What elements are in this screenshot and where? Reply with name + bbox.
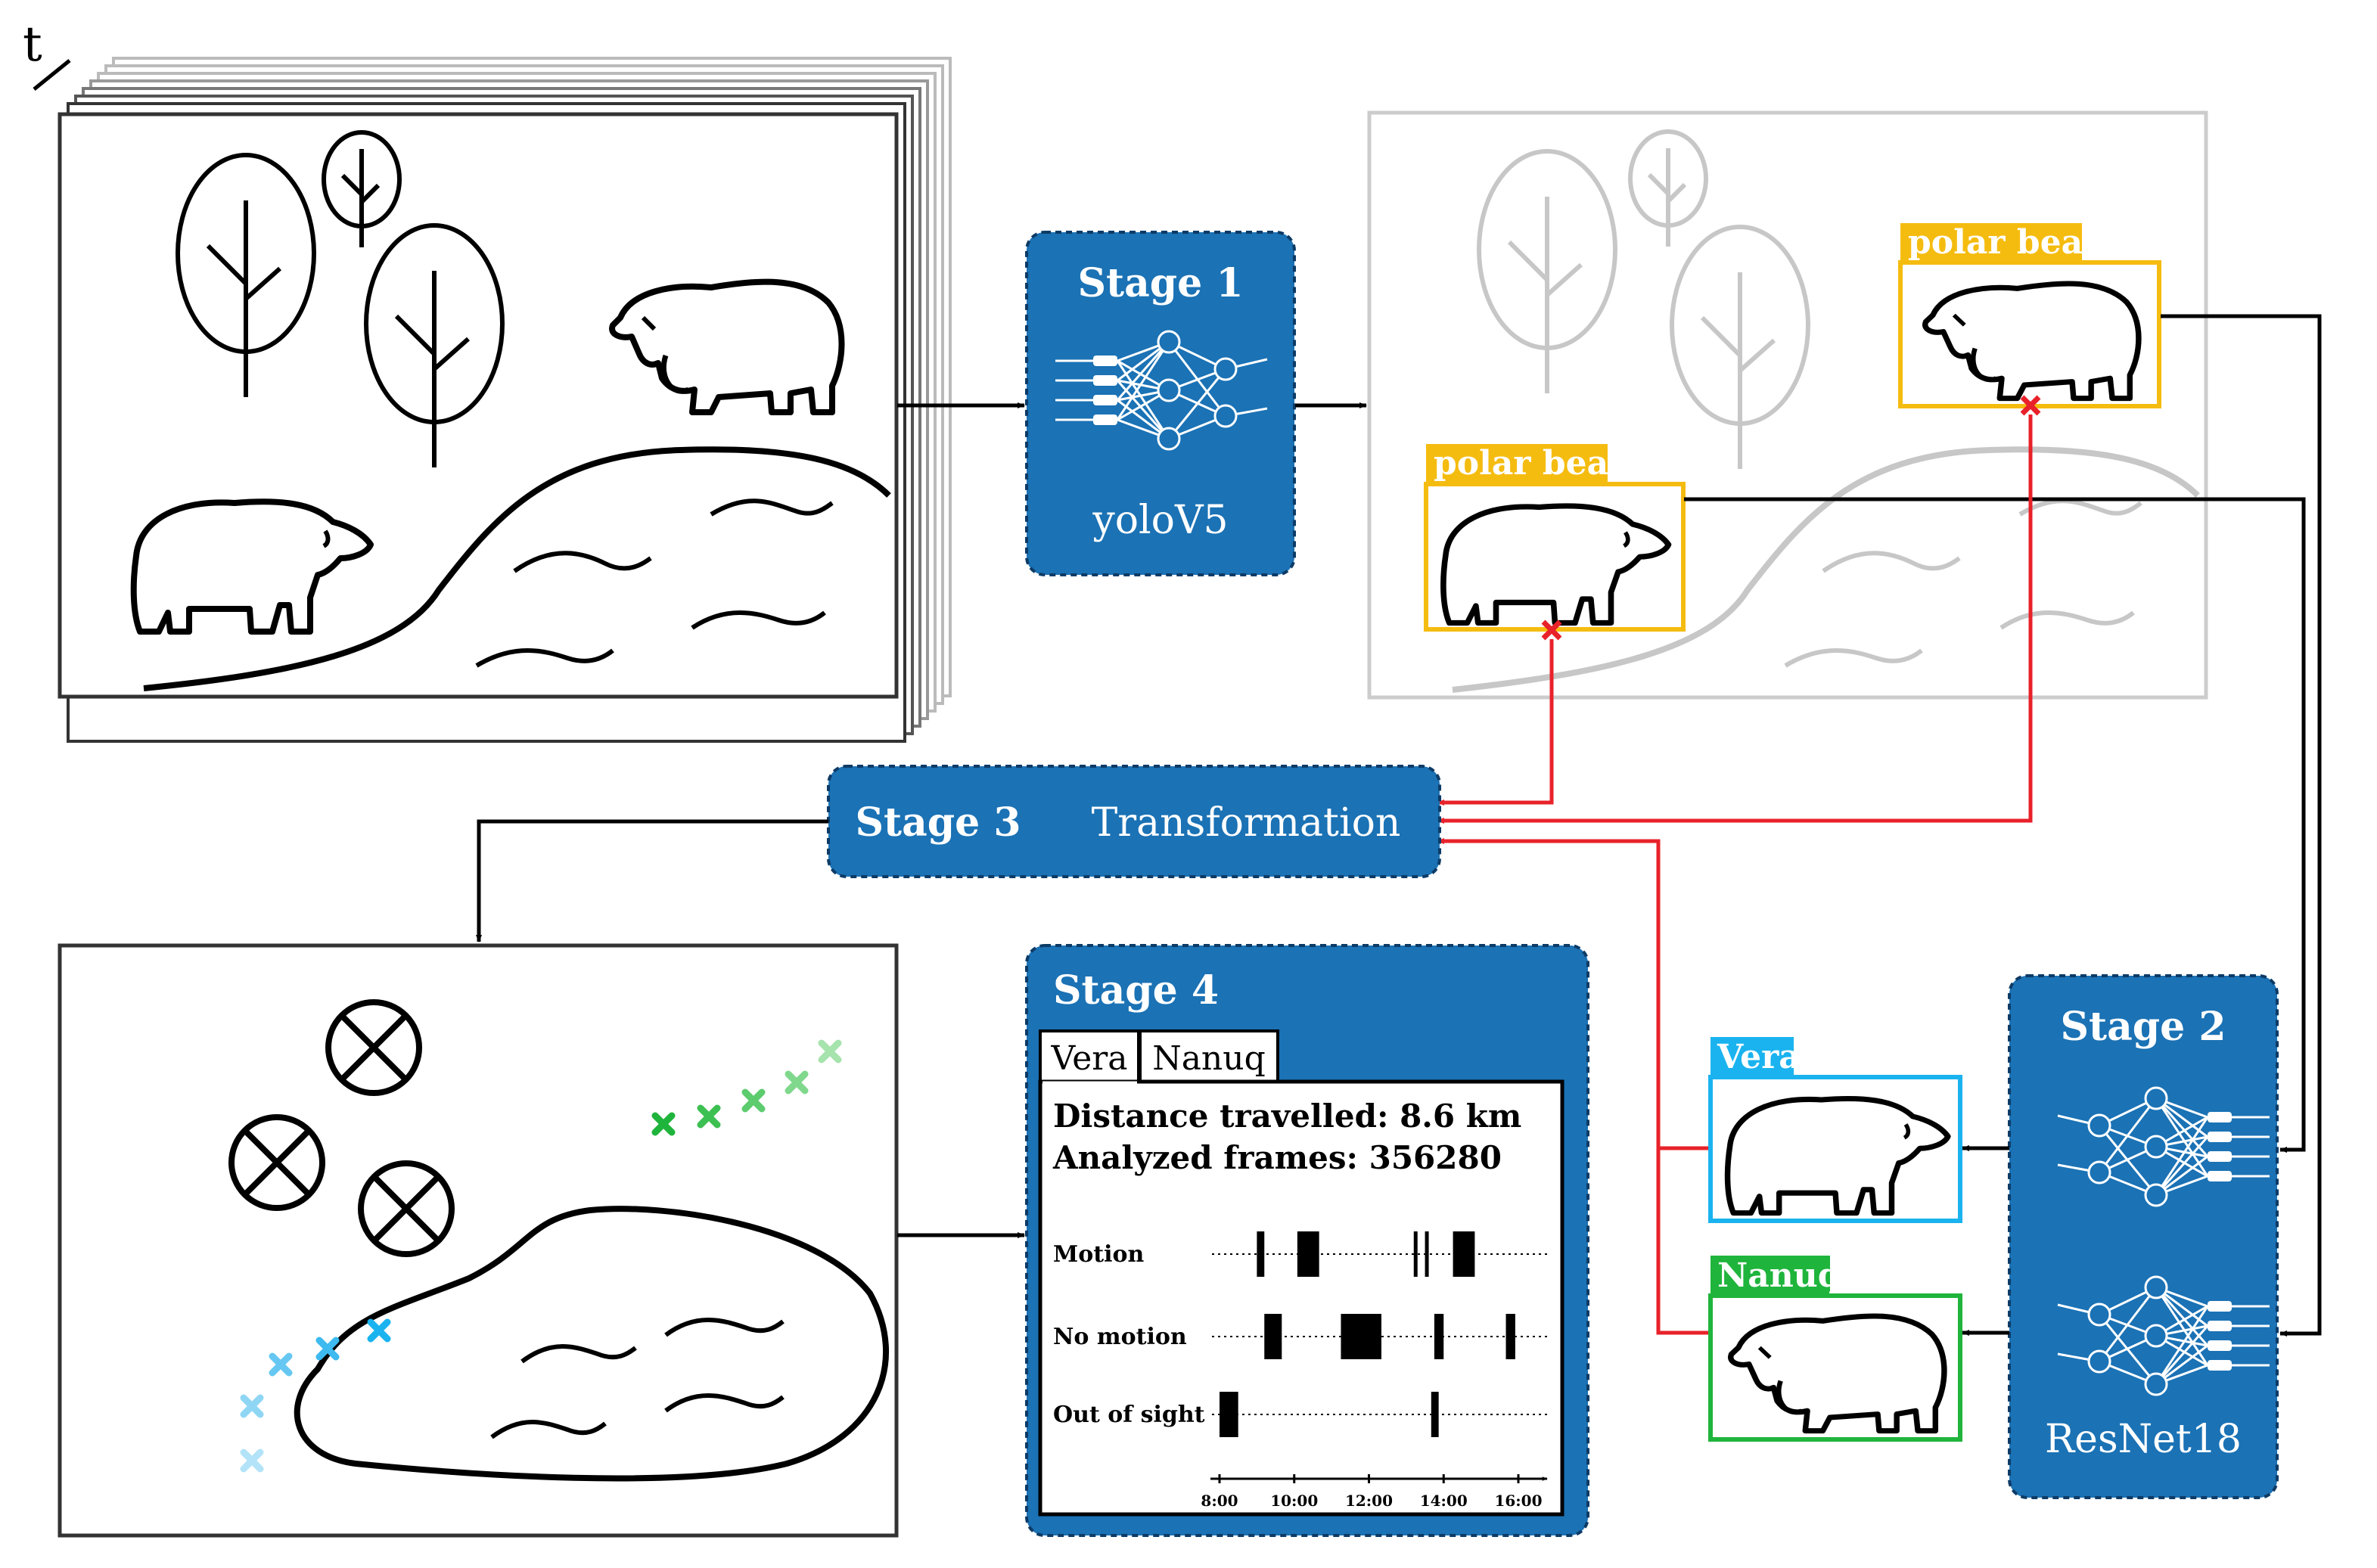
timeline-segment: [1434, 1314, 1444, 1359]
timeline-tick-label: 8:00: [1201, 1492, 1238, 1510]
identity-label-vera: Vera: [1717, 1038, 1801, 1076]
timeline-segment: [1431, 1392, 1439, 1437]
stage3-box: Stage 3 Transformation: [827, 765, 1441, 878]
detection-label-2: polar bear: [1434, 444, 1627, 483]
timeline-tick-label: 10:00: [1270, 1492, 1318, 1510]
timeline-tick-label: 12:00: [1345, 1492, 1393, 1510]
stage2-title: Stage 2: [2061, 1004, 2226, 1050]
stage4-box: Stage 4 Vera Nanuq Distance travelled: 8…: [1025, 944, 1589, 1537]
timeline-segment: [1425, 1231, 1429, 1277]
identity-box-vera: Vera: [1708, 1037, 1962, 1223]
stage1-title: Stage 1: [1078, 260, 1244, 306]
detection-box-2: polar bear: [1424, 444, 1686, 632]
stats-panel: [1038, 1079, 1564, 1517]
identity-box-nanuq: Nanuq: [1708, 1256, 1962, 1442]
detection-frame: polar bear polar bear: [1367, 110, 2208, 700]
nanuq-track: [651, 1039, 842, 1136]
timeline-segment: [1505, 1314, 1515, 1359]
stage1-box: Stage 1 yoloV5: [1025, 231, 1296, 576]
timeline-segment: [1257, 1231, 1265, 1277]
vera-track: [240, 1318, 391, 1473]
timeline-segment: [1297, 1231, 1319, 1277]
foot-point-marker-1: [2020, 395, 2041, 416]
foot-point-marker-2: [1541, 619, 1562, 641]
tab-nanuq[interactable]: Nanuq: [1139, 1029, 1279, 1085]
timeline-segment: [1220, 1392, 1238, 1437]
timeline-tick-label: 16:00: [1494, 1492, 1542, 1510]
map-frame: [57, 943, 899, 1538]
detection-label-1: polar bear: [1908, 223, 2101, 262]
timeline-row-label: Out of sight: [1053, 1402, 1205, 1428]
water-area: [294, 1206, 889, 1482]
timeline-segment: [1413, 1231, 1418, 1277]
tab-vera[interactable]: Vera: [1039, 1029, 1140, 1085]
stage3-title: Stage 3: [856, 800, 1021, 846]
timeline-segment: [1453, 1231, 1475, 1277]
input-scene: [134, 132, 891, 691]
stage3-subtitle: Transformation: [1092, 800, 1401, 846]
time-axis-label: t: [23, 17, 42, 73]
stage2-model: ResNet18: [2045, 1417, 2242, 1462]
time-axis: t: [23, 17, 71, 91]
tab-nanuq-label: Nanuq: [1152, 1039, 1266, 1078]
timeline-tick-label: 14:00: [1420, 1492, 1468, 1510]
timeline-segment: [1264, 1314, 1282, 1359]
detection-box-1: polar bear: [1898, 223, 2161, 408]
stage1-model: yoloV5: [1092, 498, 1228, 543]
identity-label-nanuq: Nanuq: [1717, 1256, 1841, 1295]
stage2-box: Stage 2 ResNet18: [2008, 974, 2279, 1499]
timeline-row-label: Motion: [1053, 1241, 1144, 1268]
tab-vera-label: Vera: [1050, 1039, 1127, 1078]
stat-distance: Distance travelled: 8.6 km: [1053, 1098, 1521, 1135]
timeline-row-label: No motion: [1053, 1324, 1187, 1350]
stat-frames: Analyzed frames: 356280: [1052, 1139, 1502, 1176]
stage4-title: Stage 4: [1053, 967, 1219, 1014]
timeline-segment: [1341, 1314, 1381, 1359]
